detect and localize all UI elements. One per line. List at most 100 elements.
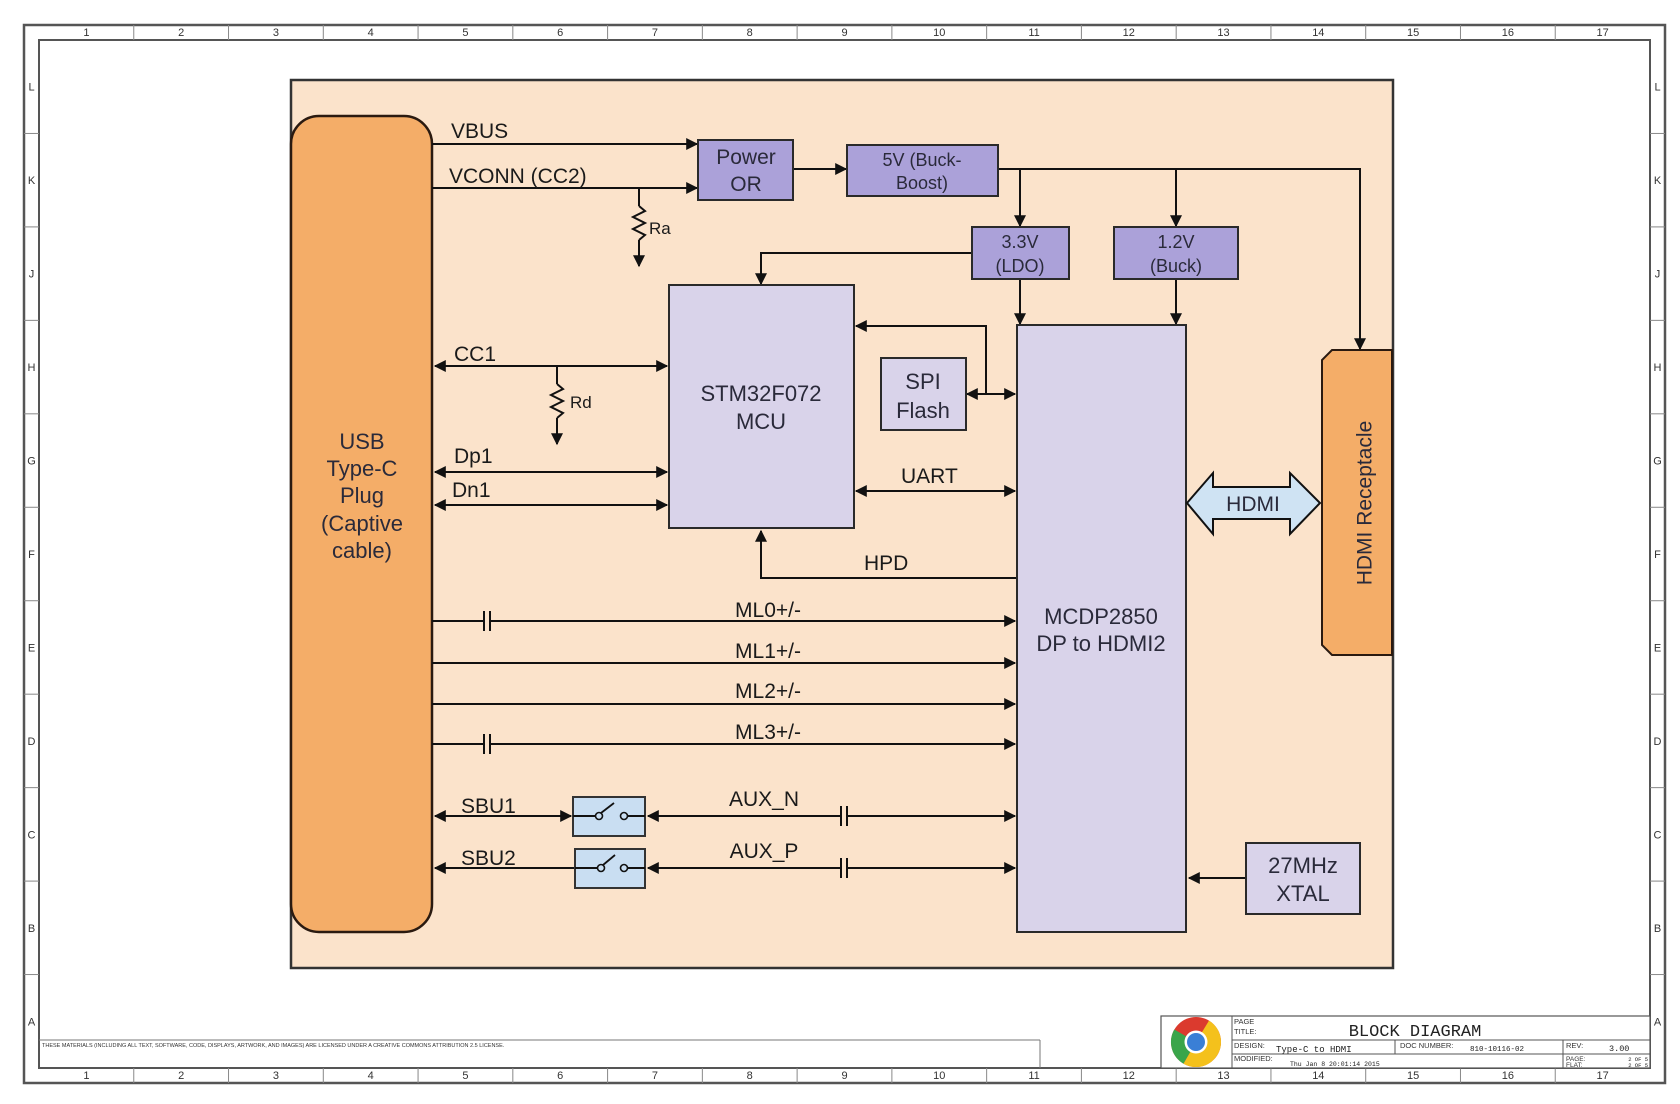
svg-text:USB: USB — [339, 429, 384, 454]
buck-label-line1: 1.2V — [1157, 232, 1194, 252]
column-marker-1: 1 — [83, 1070, 89, 1082]
row-marker-F: F — [28, 549, 35, 561]
row-marker-C: C — [28, 829, 36, 841]
mcu-nets — [433, 320, 1017, 579]
hdmi-receptacle-block[interactable]: HDMI Receptacle — [1321, 349, 1393, 656]
column-marker-8: 8 — [747, 1070, 753, 1082]
row-marker-J: J — [29, 269, 35, 281]
page-label: PAGE: — [1566, 1056, 1586, 1063]
column-marker-17: 17 — [1596, 1070, 1608, 1082]
stm32-mcu-block[interactable]: STM32F072 MCU — [668, 284, 855, 529]
mcdp2850-block[interactable]: MCDP2850 DP to HDMI2 — [1016, 324, 1187, 933]
sbu2-switch-block[interactable] — [574, 848, 646, 889]
hdmi-link-label: HDMI — [1226, 493, 1280, 516]
row-marker-H: H — [1654, 362, 1662, 374]
column-marker-5: 5 — [462, 1070, 468, 1082]
mcu-label-line1: STM32F072 — [700, 381, 821, 406]
column-marker-9: 9 — [841, 27, 847, 39]
column-marker-2: 2 — [178, 27, 184, 39]
row-marker-F: F — [1654, 549, 1661, 561]
column-markers: 1122334455667788991010111112121313141415… — [83, 25, 1609, 1083]
spi-flash-block[interactable]: SPI Flash — [880, 357, 967, 431]
design-value: Type-C to HDMI — [1276, 1045, 1352, 1055]
column-marker-15: 15 — [1407, 27, 1419, 39]
ml0-label: ML0+/- — [735, 599, 801, 622]
vconn-label: VCONN (CC2) — [449, 165, 587, 188]
hpd-net — [755, 529, 1016, 579]
switch-icon — [600, 802, 615, 814]
row-marker-C: C — [1654, 829, 1662, 841]
dn1-label: Dn1 — [452, 479, 491, 502]
ldo-label-line1: 3.3V — [1001, 232, 1038, 252]
row-marker-H: H — [28, 362, 36, 374]
power-or-label-line1: Power — [716, 146, 776, 169]
modified-value: Thu Jan 8 20:01:14 2015 — [1290, 1061, 1380, 1068]
aux-p-label: AUX_P — [730, 840, 799, 863]
svg-text:(Captive: (Captive — [321, 511, 403, 536]
sbu2-label: SBU2 — [461, 847, 516, 870]
buck-boost-5v-block[interactable]: 5V (Buck- Boost) — [846, 144, 999, 197]
sbu1-label: SBU1 — [461, 795, 516, 818]
sbu1-switch-block[interactable] — [572, 796, 646, 837]
column-marker-11: 11 — [1028, 1070, 1039, 1082]
column-marker-6: 6 — [557, 27, 563, 39]
ra-label: Ra — [649, 219, 671, 238]
column-marker-13: 13 — [1217, 1070, 1229, 1082]
doc-number-label: DOC NUMBER: — [1400, 1041, 1453, 1050]
row-marker-J: J — [1655, 269, 1661, 281]
xtal-label-line2: XTAL — [1276, 881, 1329, 906]
flat-value: 2 OF 5 — [1628, 1062, 1648, 1069]
column-marker-2: 2 — [178, 1070, 184, 1082]
column-marker-1: 1 — [83, 27, 89, 39]
aux-p-capacitor-icon — [840, 858, 848, 878]
row-marker-D: D — [28, 736, 36, 748]
page-title-label-2: TITLE: — [1234, 1027, 1257, 1036]
buck-boost-label-line1: 5V (Buck- — [882, 150, 961, 170]
ml0-capacitor-icon — [483, 611, 491, 631]
row-marker-E: E — [1654, 642, 1661, 654]
column-marker-17: 17 — [1596, 27, 1608, 39]
xtal-label-line1: 27MHz — [1268, 853, 1338, 878]
3v3-to-mcu — [755, 252, 972, 286]
column-marker-3: 3 — [273, 27, 279, 39]
column-marker-5: 5 — [462, 27, 468, 39]
usb-plug-label-line1: USB — [339, 429, 384, 454]
spi-flash-label-line1: SPI — [905, 369, 940, 394]
row-marker-L: L — [28, 82, 34, 94]
mcdp-label-line2: DP to HDMI2 — [1036, 631, 1165, 656]
ldo-label-line2: (LDO) — [996, 256, 1045, 276]
aux-n-label: AUX_N — [729, 788, 799, 811]
rd-label: Rd — [570, 393, 592, 412]
usb-type-c-plug-block[interactable]: USB Type-C Plug (Captive cable) — [289, 114, 434, 934]
usb-plug-label-line4: (Captive — [321, 511, 403, 536]
5v-rail-to-hdmi — [998, 168, 1366, 351]
title-block: PAGE TITLE: BLOCK DIAGRAM DESIGN: Type-C… — [1160, 1015, 1651, 1069]
mcdp-label-line1: MCDP2850 — [1044, 604, 1158, 629]
buck-1v2-block[interactable]: 1.2V (Buck) — [1113, 226, 1239, 280]
column-marker-9: 9 — [841, 1070, 847, 1082]
column-marker-16: 16 — [1502, 1070, 1514, 1082]
usb-plug-label-line5: cable) — [332, 538, 392, 563]
rd-resistor-icon — [548, 383, 566, 419]
mcu-label-line2: MCU — [736, 409, 786, 434]
column-marker-16: 16 — [1502, 27, 1514, 39]
row-marker-G: G — [27, 456, 36, 468]
ldo-3v3-block[interactable]: 3.3V (LDO) — [971, 226, 1070, 280]
ml3-label: ML3+/- — [735, 721, 801, 744]
uart-label: UART — [901, 465, 958, 488]
row-marker-G: G — [1653, 456, 1662, 468]
switch-icon — [602, 854, 616, 866]
xtal-27mhz-block[interactable]: 27MHz XTAL — [1245, 842, 1361, 915]
column-marker-11: 11 — [1028, 27, 1039, 39]
row-marker-E: E — [28, 642, 35, 654]
spi-to-mcu-net — [854, 320, 987, 394]
chrome-logo-icon — [1170, 1017, 1221, 1068]
column-marker-4: 4 — [368, 1070, 374, 1082]
row-marker-B: B — [1654, 923, 1661, 935]
power-or-block[interactable]: Power OR — [697, 139, 794, 201]
main-link-nets — [432, 615, 1017, 750]
row-marker-A: A — [28, 1016, 36, 1028]
rev-value: 3.00 — [1609, 1044, 1629, 1054]
column-marker-15: 15 — [1407, 1070, 1419, 1082]
